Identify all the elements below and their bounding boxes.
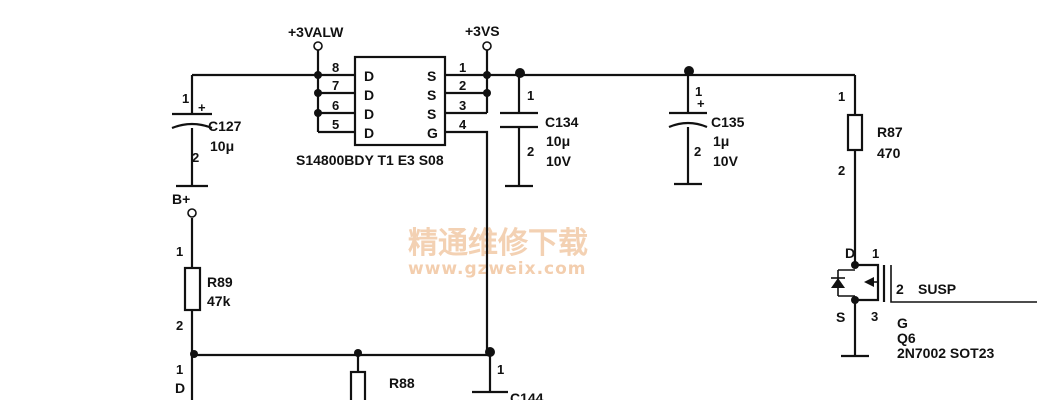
ic-pin-7: 7 xyxy=(332,78,339,93)
c127-plus: + xyxy=(198,100,206,115)
ic-pin-4: 4 xyxy=(459,117,467,132)
c127-pin1: 1 xyxy=(182,91,189,106)
capacitor-c135 xyxy=(668,111,708,129)
net-label-3vs: +3VS xyxy=(465,23,500,39)
c127-value: 10μ xyxy=(210,138,234,154)
ic-name-s3: S xyxy=(427,106,436,122)
c134-pin1: 1 xyxy=(527,88,534,103)
c135-pin2: 2 xyxy=(694,144,701,159)
r88-ref: R88 xyxy=(389,375,415,391)
ic-pin-2: 2 xyxy=(459,78,466,93)
power-terminals xyxy=(187,41,492,218)
ic-name-d2: D xyxy=(364,87,374,103)
c134-voltage: 10V xyxy=(546,153,572,169)
ic-u xyxy=(353,55,447,147)
q6-pin-d: 1 xyxy=(872,246,879,261)
capacitor-c127 xyxy=(171,112,213,130)
r89-ref: R89 xyxy=(207,274,233,290)
capacitor-c134 xyxy=(500,111,538,129)
ic-name-g: G xyxy=(427,125,438,141)
resistor-r89 xyxy=(183,266,202,312)
c135-plus: + xyxy=(697,96,705,111)
r87-pin1: 1 xyxy=(838,89,845,104)
c144-ref: C144 xyxy=(510,390,544,400)
ic-name-d1: D xyxy=(364,68,374,84)
watermark-text: 精通维修下载 xyxy=(408,226,588,261)
q6-part: 2N7002 SOT23 xyxy=(897,345,994,361)
q6-gate-label: G xyxy=(897,315,908,331)
ic-part-number: S14800BDY T1 E3 S08 xyxy=(296,152,444,168)
r89-value: 47k xyxy=(207,293,231,309)
bottom-drain-label: D xyxy=(175,380,185,396)
c127-ref: C127 xyxy=(208,118,242,134)
c135-value: 1μ xyxy=(713,133,729,149)
ic-pin-1: 1 xyxy=(459,60,466,75)
r87-pin2: 2 xyxy=(838,163,845,178)
mosfet-q6 xyxy=(831,263,886,302)
c134-value: 10μ xyxy=(546,133,570,149)
r87-value: 470 xyxy=(877,145,901,161)
ic-name-s1: S xyxy=(427,68,436,84)
ic-pin-3: 3 xyxy=(459,98,466,113)
net-label-bplus: B+ xyxy=(172,191,190,207)
ic-pin-5: 5 xyxy=(332,117,339,132)
q6-ref: Q6 xyxy=(897,330,916,346)
c134-pin2: 2 xyxy=(527,144,534,159)
bottom-pin1: 1 xyxy=(176,362,183,377)
q6-drain-label: D xyxy=(845,245,855,261)
ic-pin-6: 6 xyxy=(332,98,339,113)
ic-pin-8: 8 xyxy=(332,60,339,75)
c135-ref: C135 xyxy=(711,114,745,130)
c135-voltage: 10V xyxy=(713,153,739,169)
wires xyxy=(176,50,1037,400)
q6-pin-s: 3 xyxy=(871,309,878,324)
c127-pin2: 2 xyxy=(192,150,199,165)
junction-dots xyxy=(190,66,859,358)
c144-pin1: 1 xyxy=(497,362,504,377)
net-label-3valw: +3VALW xyxy=(288,24,344,40)
ic-name-d4: D xyxy=(364,125,374,141)
c135-pin1: 1 xyxy=(695,84,702,99)
resistor-r88 xyxy=(349,370,367,400)
ic-name-d3: D xyxy=(364,106,374,122)
q6-source-label: S xyxy=(836,309,845,325)
r89-pin2: 2 xyxy=(176,318,183,333)
q6-pin-g: 2 xyxy=(896,281,904,297)
r87-ref: R87 xyxy=(877,124,903,140)
c134-ref: C134 xyxy=(545,114,579,130)
r89-pin1: 1 xyxy=(176,244,183,259)
resistor-r87 xyxy=(846,113,864,152)
net-label-susp: SUSP xyxy=(918,281,956,297)
ic-name-s2: S xyxy=(427,87,436,103)
watermark-url: www.gzweix.com xyxy=(408,259,587,279)
